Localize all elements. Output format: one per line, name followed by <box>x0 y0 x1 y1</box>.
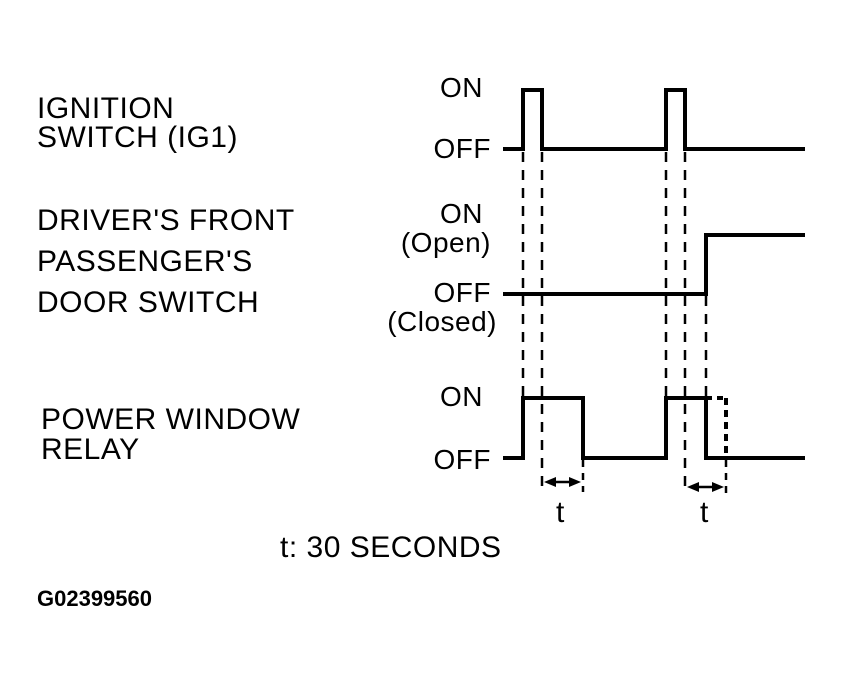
interval-label-1: t <box>556 496 565 529</box>
door-label-line1: DRIVER'S FRONT <box>37 204 295 237</box>
interval-note: t: 30 SECONDS <box>280 531 502 564</box>
ignition-on-label: ON <box>440 72 483 103</box>
interval-arrow-2 <box>687 482 724 492</box>
relay-label-line1: POWER WINDOW <box>41 403 301 436</box>
door-closed-label: (Closed) <box>387 306 497 337</box>
interval-arrow-1 <box>544 477 581 487</box>
door-label-line3: DOOR SWITCH <box>37 286 260 319</box>
ignition-off-label: OFF <box>433 133 491 164</box>
ignition-label-line2: SWITCH (IG1) <box>37 121 238 154</box>
door-open-label: (Open) <box>400 227 491 258</box>
door-switch-waveform <box>503 233 805 296</box>
door-off-label: OFF <box>433 277 491 308</box>
door-label-line2: PASSENGER'S <box>37 245 253 278</box>
relay-waveform <box>503 396 805 460</box>
relay-on-label: ON <box>440 381 483 412</box>
relay-off-label: OFF <box>433 444 491 475</box>
relay-label-line2: RELAY <box>41 433 140 466</box>
ignition-waveform <box>503 88 805 151</box>
ignition-label-line1: IGNITION <box>37 92 175 125</box>
interval-label-2: t <box>700 496 709 529</box>
door-on-label: ON <box>440 198 483 229</box>
figure-id: G02399560 <box>37 586 152 611</box>
